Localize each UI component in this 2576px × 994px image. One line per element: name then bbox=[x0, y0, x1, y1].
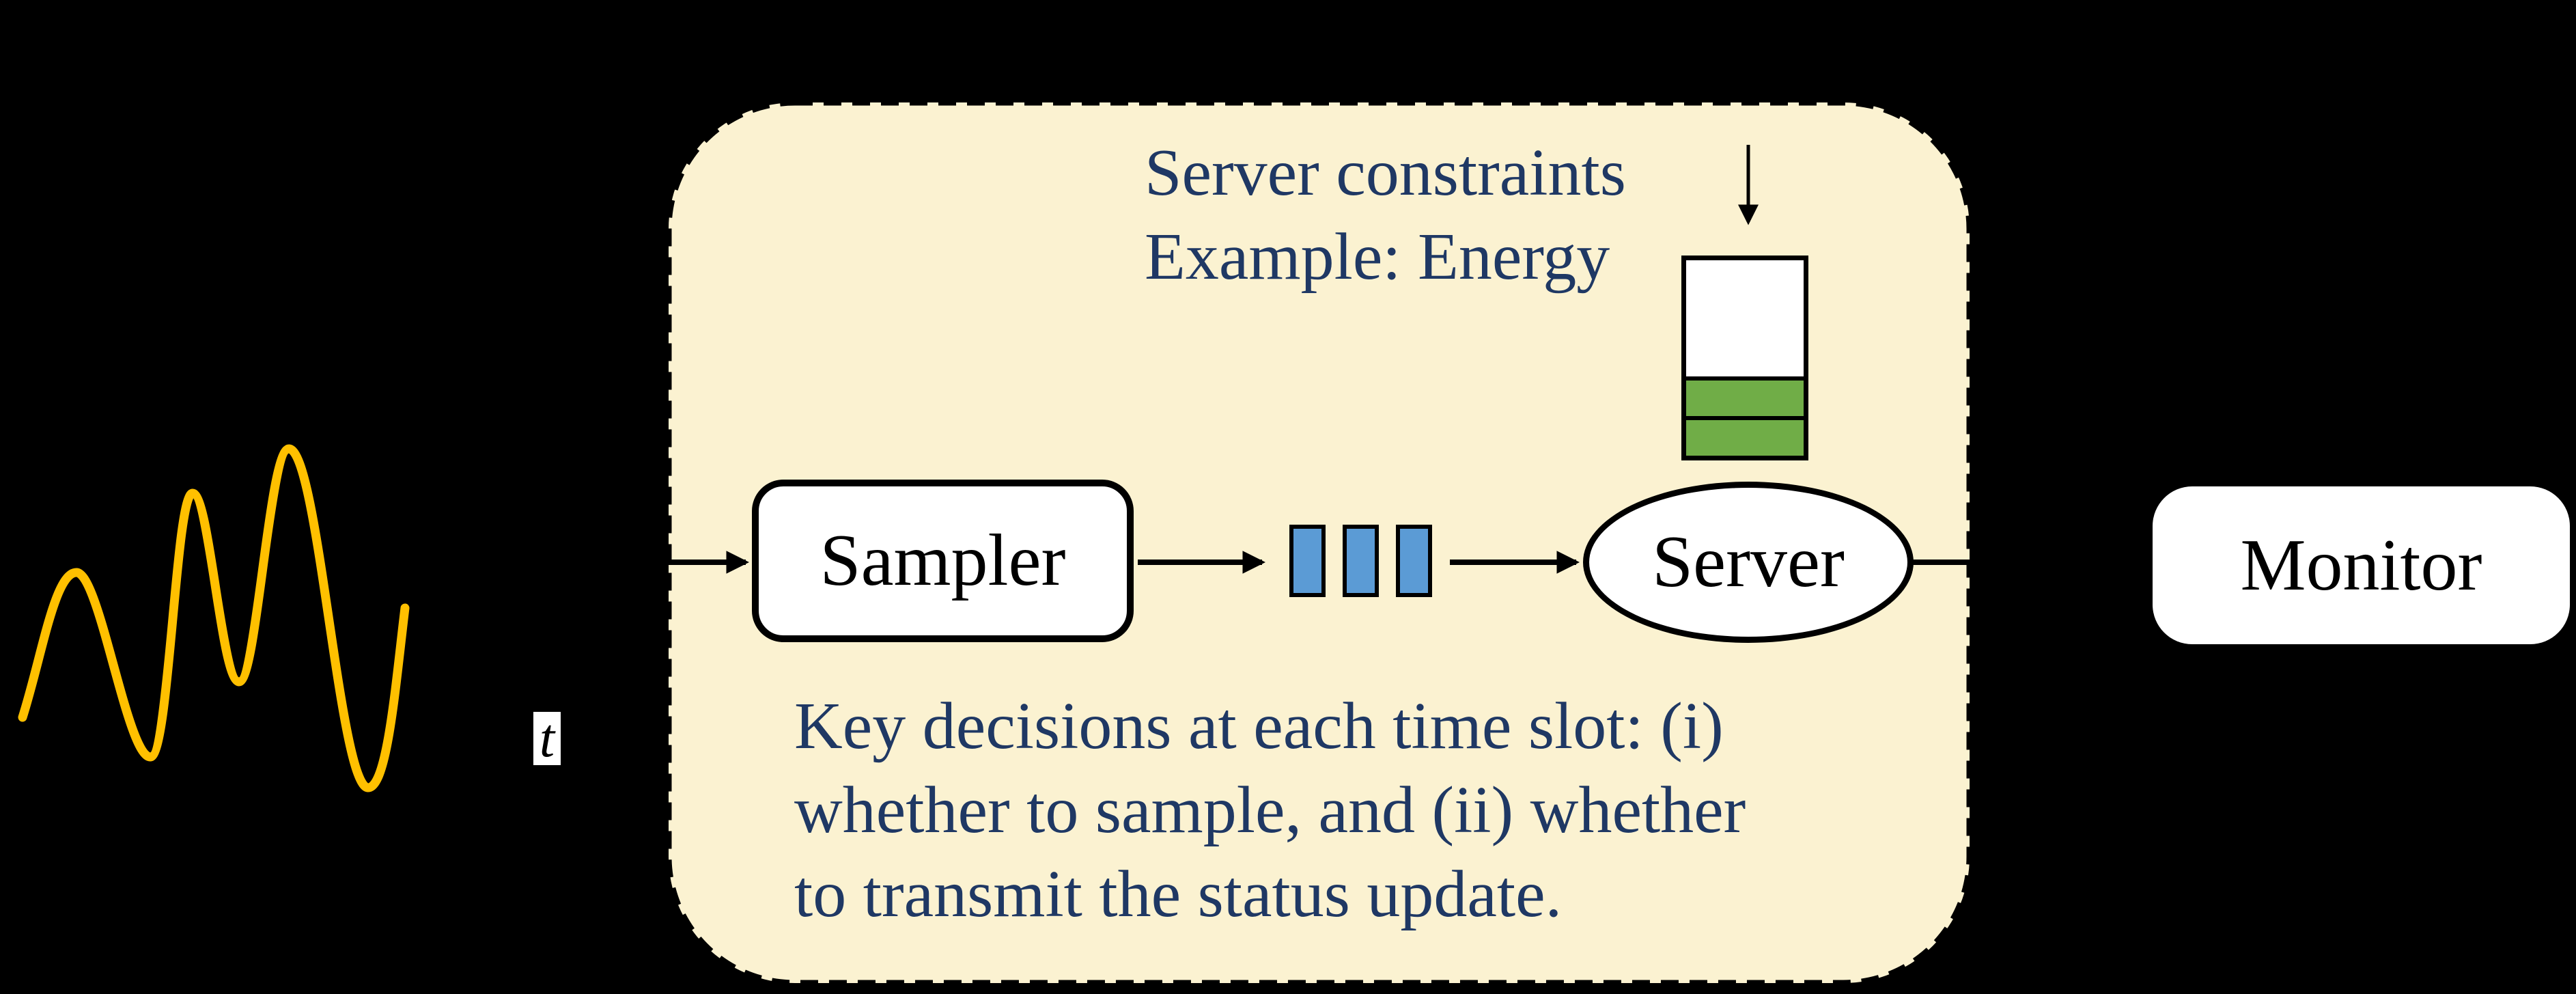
signal-waveform-icon bbox=[18, 444, 410, 792]
server-node: Server bbox=[1583, 482, 1914, 643]
constraints-note-line: Example: Energy bbox=[1145, 220, 1610, 294]
monitor-node-label: Monitor bbox=[2240, 524, 2482, 606]
decisions-note-line: Key decisions at each time slot: (i) bbox=[794, 689, 1724, 763]
battery-icon bbox=[1681, 256, 1808, 460]
queue-cell bbox=[1396, 525, 1432, 597]
t-axis-label-text: t bbox=[539, 708, 555, 769]
queue-cell bbox=[1343, 525, 1379, 597]
battery-filled-cell bbox=[1686, 376, 1804, 416]
battery-filled-cell bbox=[1686, 416, 1804, 456]
queue-cell bbox=[1289, 525, 1326, 597]
decisions-note-line: to transmit the status update. bbox=[794, 857, 1563, 931]
sampler-node: Sampler bbox=[752, 480, 1134, 642]
battery-empty-space bbox=[1686, 260, 1804, 376]
constraints-note-line: Server constraints bbox=[1145, 136, 1626, 210]
decisions-note: Key decisions at each time slot: (i) whe… bbox=[794, 685, 1746, 937]
constraints-note: Server constraints Example: Energy bbox=[1145, 131, 1626, 299]
monitor-node: Monitor bbox=[2153, 486, 2570, 644]
sampler-node-label: Sampler bbox=[820, 520, 1066, 601]
t-axis-label: t bbox=[533, 708, 561, 769]
decisions-note-line: whether to sample, and (ii) whether bbox=[794, 773, 1746, 847]
server-node-label: Server bbox=[1652, 521, 1845, 603]
